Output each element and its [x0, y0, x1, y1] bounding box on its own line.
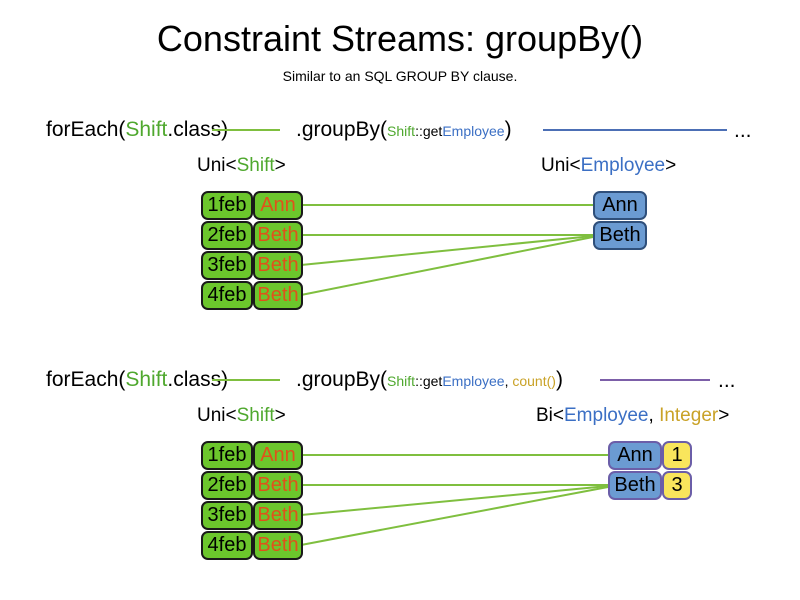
shift-row[interactable]: 4feb Beth — [201, 281, 303, 310]
code-groupby-2: .groupBy(Shift::getEmployee, count()) — [296, 369, 563, 390]
employee-name: Ann — [593, 191, 647, 220]
shift-employee: Ann — [253, 191, 303, 220]
right-type-suffix-2: > — [718, 405, 730, 426]
right-type-prefix-1: Uni< — [541, 155, 581, 176]
left-type-label-2: Uni<Shift> — [197, 405, 286, 427]
employee-row[interactable]: Ann — [593, 191, 647, 220]
ellipsis-1: ... — [734, 119, 752, 142]
right-type-label-1: Uni<Employee> — [541, 155, 676, 177]
stream-line-green-2 — [212, 379, 280, 381]
shift-date: 3feb — [201, 251, 253, 280]
left-type-prefix-2: Uni< — [197, 405, 237, 426]
shift-row[interactable]: 4feb Beth — [201, 531, 303, 560]
group-employee-name: Beth — [608, 471, 662, 500]
left-type-label-1: Uni<Shift> — [197, 155, 286, 177]
left-type-name-1: Shift — [236, 155, 275, 176]
right-type-name2-2: Integer — [659, 405, 719, 426]
link2-shift3-beth — [300, 485, 609, 516]
employee-name: Beth — [593, 221, 647, 250]
shift-date: 1feb — [201, 441, 253, 470]
for-each-type-2: Shift — [125, 368, 168, 391]
for-each-prefix-2: forEach( — [46, 368, 126, 391]
right-type-suffix-1: > — [665, 155, 677, 176]
employee-row[interactable]: Beth — [593, 221, 647, 250]
group-by-prefix-1: .groupBy( — [296, 118, 388, 141]
mapper-type-1: Shift — [387, 123, 416, 139]
mapper-sep-1: ::get — [415, 123, 443, 139]
shift-employee: Beth — [253, 281, 303, 310]
link-shift4-beth — [300, 236, 594, 296]
page-subtitle: Similar to an SQL GROUP BY clause. — [282, 68, 518, 84]
shift-date: 2feb — [201, 221, 253, 250]
group-employee-name: Ann — [608, 441, 662, 470]
left-type-suffix-1: > — [274, 155, 286, 176]
shift-date: 2feb — [201, 471, 253, 500]
shift-row[interactable]: 1feb Ann — [201, 191, 303, 220]
collector-sep-2: , — [504, 373, 513, 389]
shift-row[interactable]: 1feb Ann — [201, 441, 303, 470]
code-groupby-1: .groupBy(Shift::getEmployee) — [296, 119, 512, 140]
stream-line-blue-1 — [543, 129, 727, 131]
link-shift3-beth — [300, 235, 594, 266]
stream-line-purple-2 — [600, 379, 710, 381]
right-type-sep-2: , — [648, 405, 660, 426]
ellipsis-2: ... — [718, 369, 736, 392]
group-by-close-2: ) — [555, 368, 563, 391]
group-by-close-1: ) — [504, 118, 512, 141]
shift-date: 4feb — [201, 531, 253, 560]
stream-line-green-1 — [212, 129, 280, 131]
shift-row[interactable]: 3feb Beth — [201, 501, 303, 530]
shift-employee: Beth — [253, 221, 303, 250]
shift-row[interactable]: 2feb Beth — [201, 471, 303, 500]
group-row[interactable]: Beth 3 — [608, 471, 692, 500]
page-title: Constraint Streams: groupBy() — [156, 18, 644, 59]
shift-employee: Beth — [253, 471, 303, 500]
mapper-type-2: Shift — [387, 373, 416, 389]
shift-row[interactable]: 2feb Beth — [201, 221, 303, 250]
shift-employee: Ann — [253, 441, 303, 470]
code-line-1: forEach(Shift.class) — [46, 119, 228, 140]
right-type-name-2: Employee — [564, 405, 649, 426]
group-row[interactable]: Ann 1 — [608, 441, 692, 470]
group-by-prefix-2: .groupBy( — [296, 368, 388, 391]
right-type-label-2: Bi<Employee, Integer> — [536, 405, 729, 427]
mapper-prop-2: Employee — [442, 373, 505, 389]
for-each-prefix-1: forEach( — [46, 118, 126, 141]
shift-employee: Beth — [253, 501, 303, 530]
shift-date: 4feb — [201, 281, 253, 310]
group-count: 1 — [662, 441, 692, 470]
for-each-suffix-1: .class) — [167, 118, 229, 141]
for-each-suffix-2: .class) — [167, 368, 229, 391]
shift-date: 1feb — [201, 191, 253, 220]
shift-employee: Beth — [253, 251, 303, 280]
shift-employee: Beth — [253, 531, 303, 560]
shift-date: 3feb — [201, 501, 253, 530]
group-count: 3 — [662, 471, 692, 500]
right-type-prefix-2: Bi< — [536, 405, 564, 426]
code-line-2: forEach(Shift.class) — [46, 369, 228, 390]
left-type-name-2: Shift — [236, 405, 275, 426]
for-each-type-1: Shift — [125, 118, 168, 141]
left-type-prefix-1: Uni< — [197, 155, 237, 176]
shift-row[interactable]: 3feb Beth — [201, 251, 303, 280]
right-type-name-1: Employee — [580, 155, 666, 176]
mapper-prop-1: Employee — [442, 123, 505, 139]
collector-2: count() — [512, 373, 556, 389]
left-type-suffix-2: > — [274, 405, 286, 426]
mapper-sep-2: ::get — [415, 373, 443, 389]
link2-shift4-beth — [300, 486, 609, 546]
